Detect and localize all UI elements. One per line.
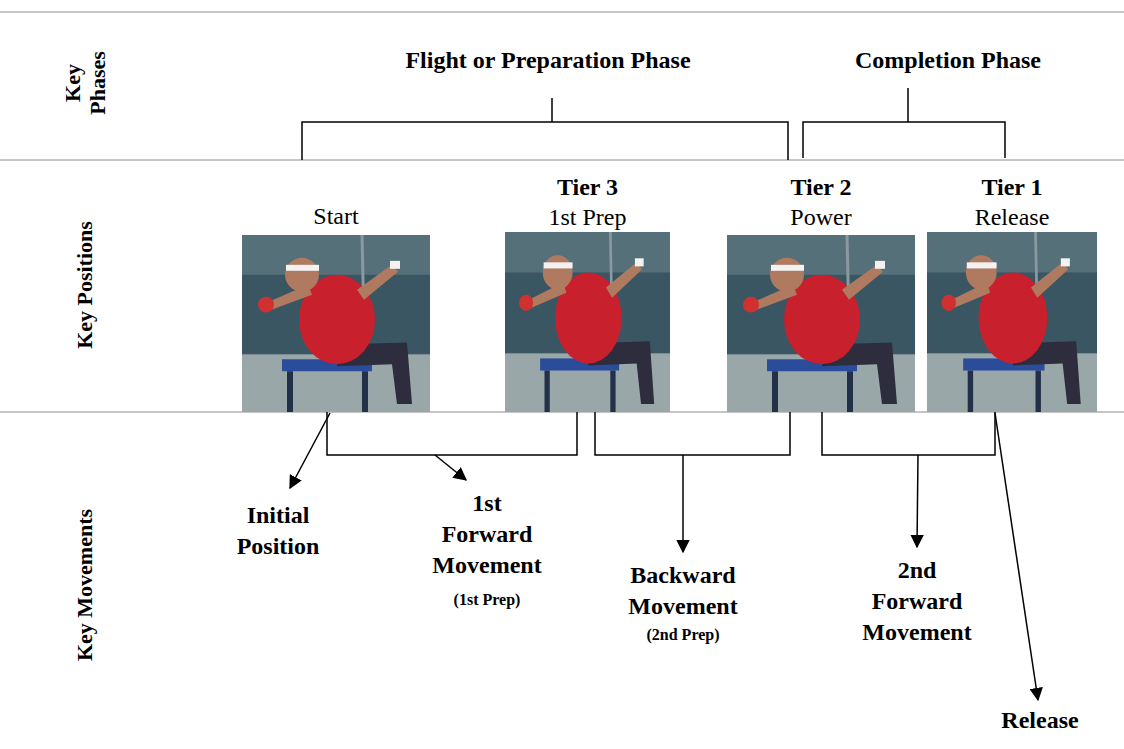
- position-photo: Tier 2Power: [727, 168, 915, 412]
- row-heading: Key Movements: [72, 509, 97, 661]
- tier-heading: Tier 2: [727, 172, 915, 202]
- row-rules: [0, 12, 1124, 412]
- row-heading: Key Positions: [72, 221, 97, 349]
- movement-note: (2nd Prep): [646, 625, 719, 646]
- position-name: Release: [927, 202, 1097, 232]
- position-photos: [242, 232, 1097, 412]
- movement-name: Initial Position: [223, 500, 333, 562]
- movement-brackets: [327, 412, 995, 455]
- tier-heading: Tier 3: [505, 172, 670, 202]
- row-heading: Key Phases: [60, 38, 111, 128]
- tier-heading: Tier 1: [927, 172, 1097, 202]
- movement-name: Release: [1001, 705, 1078, 736]
- movement-note: (1st Prep): [454, 590, 521, 611]
- phase-brackets: [302, 88, 1005, 160]
- phase-name: Flight or Preparation Phase: [405, 45, 690, 76]
- movement-arrows: [290, 413, 1038, 700]
- position-name: Power: [727, 202, 915, 232]
- movement-name: Backward Movement: [618, 560, 748, 622]
- position-photo: Tier 1Release: [927, 168, 1097, 412]
- position-photo: Start: [242, 197, 430, 412]
- position-photo: Tier 31st Prep: [505, 168, 670, 412]
- phase-name: Completion Phase: [855, 45, 1041, 76]
- movement-name: 2nd Forward Movement: [860, 555, 975, 649]
- movement-name: 1st Forward Movement: [430, 488, 545, 582]
- position-name: 1st Prep: [505, 202, 670, 232]
- position-name: Start: [242, 201, 430, 231]
